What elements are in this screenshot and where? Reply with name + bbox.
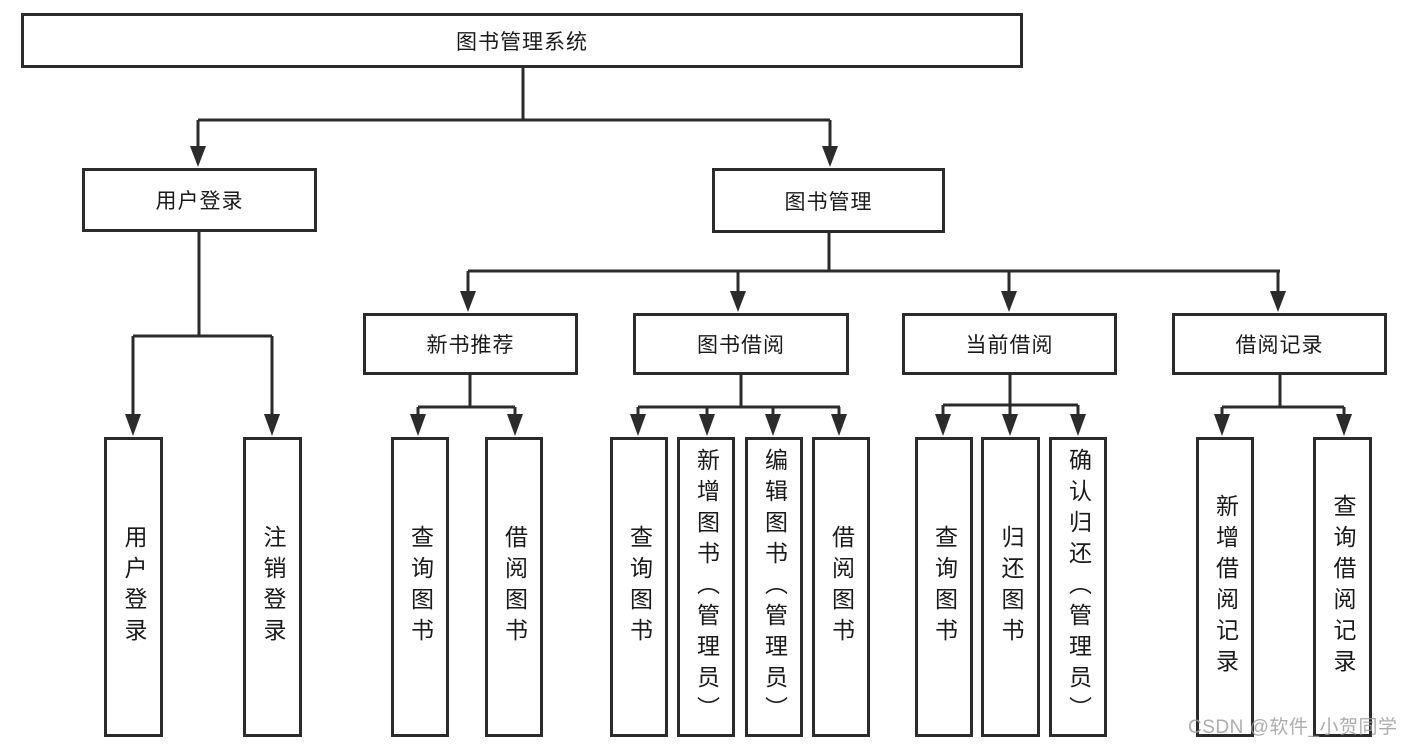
node-new-book-recommend: 新书推荐 [363,313,578,375]
leaf-bb-add-books-admin: 新增图书（管理员） [677,437,735,737]
node-borrow-records: 借阅记录 [1172,313,1387,375]
node-book-borrow: 图书借阅 [633,313,849,375]
leaf-cb-confirm-return-admin: 确认归还（管理员） [1049,437,1107,737]
node-book-mgmt: 图书管理 [712,168,945,233]
leaf-cb-return-books: 归还图书 [981,437,1040,737]
watermark: CSDN @软件_小贺同学 [1188,717,1398,738]
leaf-br-query-record: 查询借阅记录 [1313,437,1372,737]
leaf-rec-query-books: 查询图书 [391,437,449,737]
node-root: 图书管理系统 [21,13,1023,68]
leaf-user-login: 用户登录 [104,437,163,737]
leaf-bb-borrow-books: 借阅图书 [812,437,870,737]
node-user-login: 用户登录 [82,168,317,232]
leaf-bb-query-books: 查询图书 [610,437,668,737]
leaf-logout: 注销登录 [243,437,302,737]
leaf-cb-query-books: 查询图书 [915,437,973,737]
leaf-br-add-record: 新增借阅记录 [1196,437,1254,737]
leaf-rec-borrow-books: 借阅图书 [485,437,543,737]
node-current-borrow: 当前借阅 [902,313,1117,375]
leaf-bb-edit-books-admin: 编辑图书（管理员） [745,437,803,737]
